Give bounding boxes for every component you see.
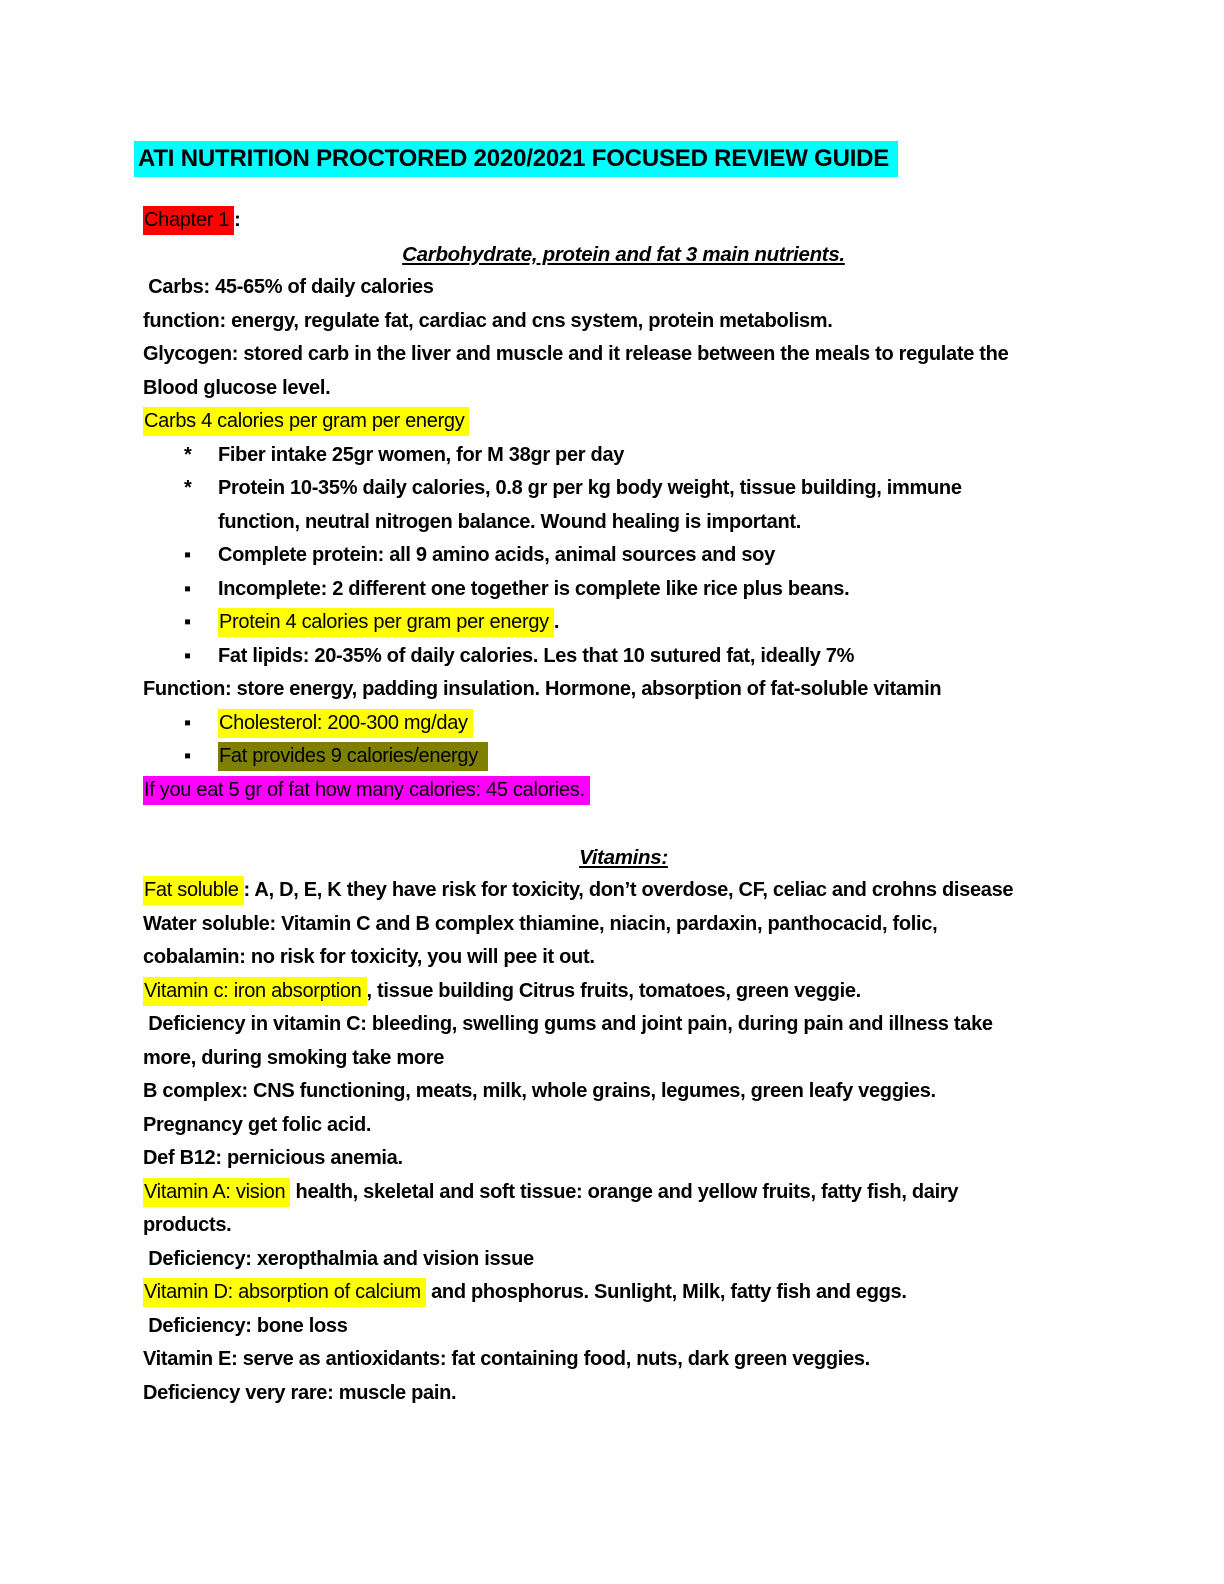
text-segment: cobalamin: no risk for toxicity, you wil… — [143, 946, 595, 968]
text-line: cobalamin: no risk for toxicity, you wil… — [143, 941, 1104, 975]
text-segment: Function: store energy, padding insulati… — [143, 678, 942, 700]
text-segment: . — [553, 611, 560, 633]
text-segment: and phosphorus. Sunlight, Milk, fatty fi… — [425, 1281, 907, 1303]
square-bullet-icon: ▪ — [184, 711, 191, 734]
text-line: Pregnancy get folic acid. — [143, 1109, 1104, 1143]
bullet-item: * Protein 10-35% daily calories, 0.8 gr p… — [143, 472, 1104, 506]
text-segment: Def B12: pernicious anemia. — [143, 1147, 403, 1169]
highlighted-text: Vitamin A: vision — [143, 1177, 291, 1207]
text-segment: , tissue building Citrus fruits, tomatoe… — [366, 979, 862, 1002]
text-line: function: energy, regulate fat, cardiac … — [143, 305, 1104, 339]
text-segment: function, neutral nitrogen balance. Woun… — [218, 510, 801, 533]
highlighted-text: Fat provides 9 calories/energy — [218, 742, 489, 771]
bullet-item: ▪ Complete protein: all 9 amino acids, an… — [143, 539, 1104, 573]
highlighted-text: Protein 4 calories per gram per energy — [218, 608, 554, 637]
text-segment: : A, D, E, K they have risk for toxicity… — [243, 879, 1014, 901]
text-line: Water soluble: Vitamin C and B complex t… — [143, 908, 1104, 942]
square-bullet-icon: ▪ — [184, 745, 191, 767]
asterisk-bullet-icon: * — [184, 477, 192, 499]
square-bullet-icon: ▪ — [184, 611, 191, 633]
text-line: If you eat 5 gr of fat how many calories… — [143, 774, 1104, 808]
text-segment: Deficiency: bone loss — [143, 1314, 348, 1337]
text-line: Fat soluble: A, D, E, K they have risk f… — [143, 874, 1104, 908]
section-heading: Vitamins: — [143, 841, 1104, 875]
section-heading: Carbohydrate, protein and fat 3 main nut… — [143, 238, 1104, 272]
text-segment: Complete protein: all 9 amino acids, ani… — [218, 544, 775, 566]
bullet-item: ▪ Protein 4 calories per gram per energy. — [143, 606, 1104, 640]
text-line: B complex: CNS functioning, meats, milk,… — [143, 1075, 1104, 1109]
text-segment: Protein 10-35% daily calories, 0.8 gr pe… — [218, 477, 962, 499]
chapter-label: Chapter 1: — [143, 204, 1104, 238]
text-segment: Fiber intake 25gr women, for M 38gr per … — [218, 443, 625, 466]
text-line: Deficiency: xeropthalmia and vision issu… — [143, 1243, 1104, 1277]
text-line: products. — [143, 1209, 1104, 1243]
document-title: ATI NUTRITION PROCTORED 2020/2021 FOCUSE… — [134, 141, 1104, 177]
text-segment: Vitamin E: serve as antioxidants: fat co… — [143, 1348, 870, 1370]
text-segment: Water soluble: Vitamin C and B complex t… — [143, 912, 938, 935]
highlighted-text: Vitamin c: iron absorption — [143, 976, 367, 1006]
text-line: Vitamin c: iron absorption, tissue build… — [143, 975, 1104, 1009]
text-line: Carbs 4 calories per gram per energy — [143, 405, 1104, 439]
text-segment: Fat lipids: 20-35% of daily calories. Le… — [218, 644, 855, 667]
text-segment: function: energy, regulate fat, cardiac … — [143, 309, 833, 332]
highlighted-text: Fat soluble — [143, 876, 244, 905]
text-segment: Blood glucose level. — [143, 376, 331, 399]
text-line: Vitamin E: serve as antioxidants: fat co… — [143, 1343, 1104, 1377]
text-segment: health, skeletal and soft tissue: orange… — [290, 1180, 959, 1203]
square-bullet-icon: ▪ — [184, 544, 191, 566]
text-line: Function: store energy, padding insulati… — [143, 673, 1104, 707]
bullet-item: ▪ Cholesterol: 200-300 mg/day — [143, 707, 1104, 741]
text-segment: B complex: CNS functioning, meats, milk,… — [143, 1080, 936, 1102]
text-line: Deficiency: bone loss — [143, 1310, 1104, 1344]
highlighted-text: If you eat 5 gr of fat how many calories… — [143, 775, 590, 805]
bullet-item: ▪ Fat lipids: 20-35% of daily calories. L… — [143, 640, 1104, 674]
text-line: Def B12: pernicious anemia. — [143, 1142, 1104, 1176]
square-bullet-icon: ▪ — [184, 577, 191, 600]
asterisk-bullet-icon: * — [184, 443, 192, 466]
text-line: Vitamin A: vision health, skeletal and s… — [143, 1176, 1104, 1210]
highlighted-text: Vitamin D: absorption of calcium — [143, 1278, 426, 1307]
bullet-item: * Fiber intake 25gr women, for M 38gr per… — [143, 439, 1104, 473]
text-line: Blood glucose level. — [143, 372, 1104, 406]
text-line: more, during smoking take more — [143, 1042, 1104, 1076]
bullet-continuation-line: function, neutral nitrogen balance. Woun… — [143, 506, 1104, 540]
bullet-item: ▪ Incomplete: 2 different one together is… — [143, 573, 1104, 607]
bullet-item: ▪ Fat provides 9 calories/energy — [143, 740, 1104, 774]
text-segment: products. — [143, 1214, 232, 1236]
text-line: Deficiency in vitamin C: bleeding, swell… — [143, 1008, 1104, 1042]
blank-line — [143, 807, 1104, 841]
text-segment: Carbs: 45-65% of daily calories — [143, 276, 434, 298]
text-segment: Pregnancy get folic acid. — [143, 1113, 372, 1136]
text-line: Vitamin D: absorption of calcium and pho… — [143, 1276, 1104, 1310]
highlighted-text: ATI NUTRITION PROCTORED 2020/2021 FOCUSE… — [134, 141, 899, 177]
text-segment: : — [234, 209, 241, 231]
text-segment: Deficiency very rare: muscle pain. — [143, 1381, 457, 1404]
text-line: Carbs: 45-65% of daily calories — [143, 271, 1104, 305]
highlighted-text: Chapter 1 — [143, 206, 235, 235]
text-segment: Incomplete: 2 different one together is … — [218, 577, 850, 600]
text-segment: Glycogen: stored carb in the liver and m… — [143, 343, 1009, 365]
text-segment: Deficiency in vitamin C: bleeding, swell… — [143, 1013, 993, 1035]
text-line: Glycogen: stored carb in the liver and m… — [143, 338, 1104, 372]
text-line: Deficiency very rare: muscle pain. — [143, 1377, 1104, 1411]
text-segment: Deficiency: xeropthalmia and vision issu… — [143, 1247, 534, 1270]
text-segment: more, during smoking take more — [143, 1046, 445, 1069]
highlighted-text: Cholesterol: 200-300 mg/day — [218, 708, 473, 738]
text-segment: Carbohydrate, protein and fat 3 main nut… — [402, 242, 845, 266]
document-body: ATI NUTRITION PROCTORED 2020/2021 FOCUSE… — [134, 141, 1104, 1411]
square-bullet-icon: ▪ — [184, 644, 191, 667]
text-segment: Vitamins: — [579, 845, 668, 869]
highlighted-text: Carbs 4 calories per gram per energy — [143, 407, 470, 436]
